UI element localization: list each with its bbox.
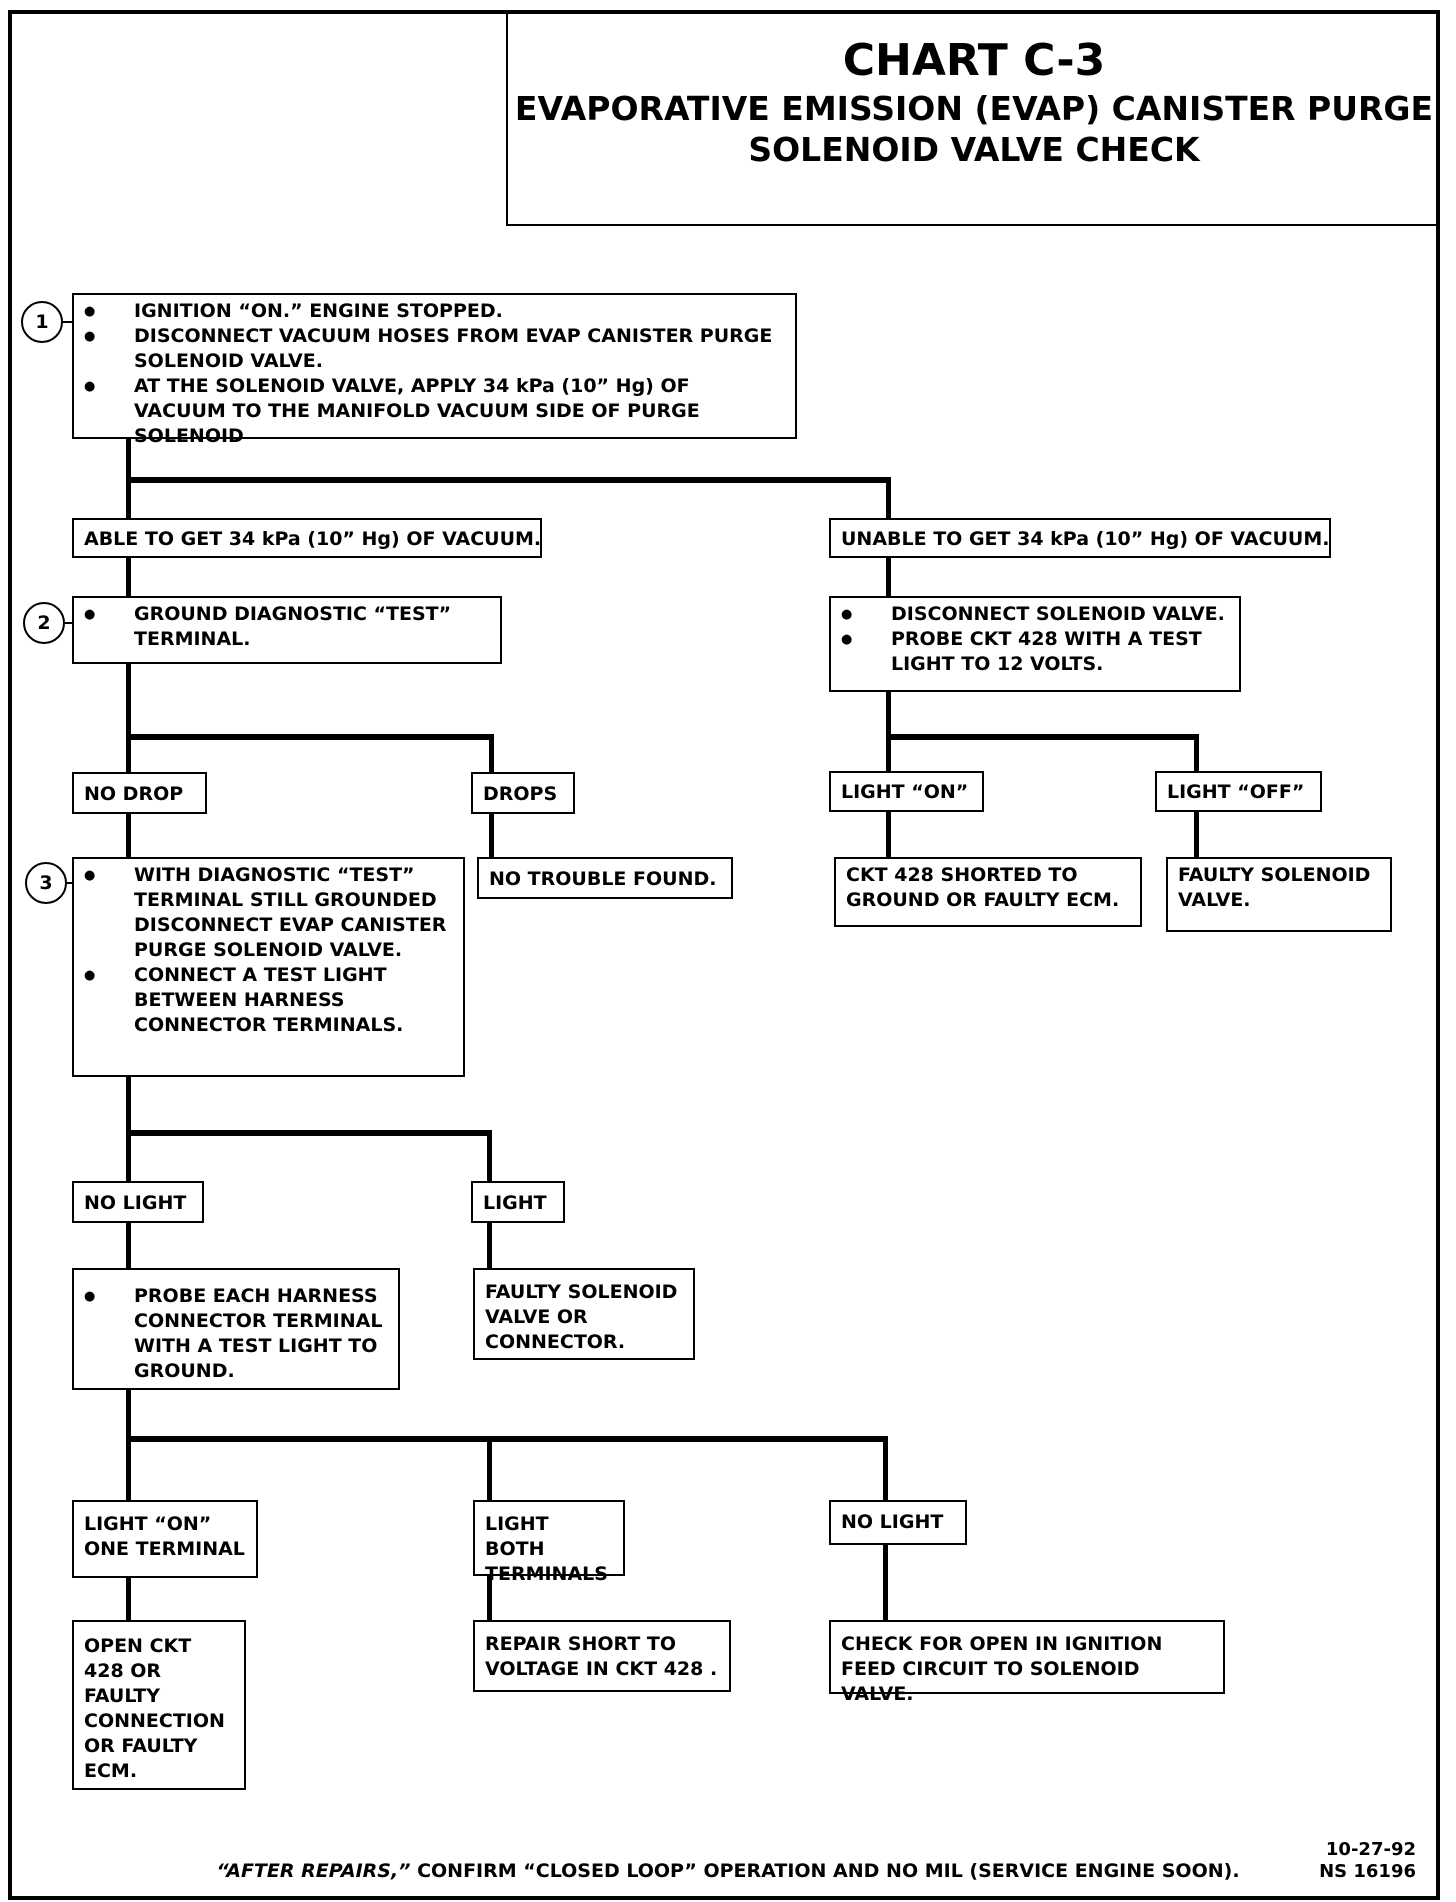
connector — [126, 734, 494, 740]
connector — [1194, 734, 1199, 774]
instruction-item: DISCONNECT SOLENOID VALVE. — [841, 602, 1229, 627]
chart-subtitle-line-1: EVAPORATIVE EMISSION (EVAP) CANISTER PUR… — [514, 89, 1434, 128]
connector — [126, 812, 131, 859]
step-marker-3: 3 — [25, 862, 67, 904]
connector — [126, 1075, 131, 1183]
connector — [883, 1543, 888, 1622]
no-light-box: NO LIGHT — [72, 1181, 204, 1223]
step-marker-1: 1 — [21, 301, 63, 343]
connector — [487, 1130, 492, 1183]
light-on-one-terminal-box: LIGHT “ON” ONE TERMINAL — [72, 1500, 258, 1578]
connector — [1194, 810, 1199, 859]
open-ckt-box: OPEN CKT 428 OR FAULTY CONNECTION OR FAU… — [72, 1620, 246, 1790]
no-light-box-2: NO LIGHT — [829, 1500, 967, 1545]
chart-title: CHART C-3 — [842, 35, 1106, 86]
connector — [126, 664, 131, 774]
step-pointer — [63, 321, 73, 323]
connector — [489, 734, 494, 774]
light-box: LIGHT — [471, 1181, 565, 1223]
step-pointer — [67, 882, 73, 884]
connector — [883, 1436, 888, 1502]
connector — [126, 1576, 131, 1622]
instruction-item: PROBE EACH HARNESS CONNECTOR TERMINAL WI… — [84, 1284, 388, 1384]
instruction-item: CONNECT A TEST LIGHT BETWEEN HARNESS CON… — [84, 963, 453, 1038]
probe-terminals-box: PROBE EACH HARNESS CONNECTOR TERMINAL WI… — [72, 1268, 400, 1390]
instruction-item: WITH DIAGNOSTIC “TEST” TERMINAL STILL GR… — [84, 863, 453, 963]
ckt-shorted-box: CKT 428 SHORTED TO GROUND OR FAULTY ECM. — [834, 857, 1142, 927]
step-pointer — [65, 622, 73, 624]
connector — [886, 477, 891, 526]
no-trouble-found-box: NO TROUBLE FOUND. — [477, 857, 733, 899]
step-1-instructions: IGNITION “ON.” ENGINE STOPPED. DISCONNEC… — [72, 293, 797, 447]
instruction-item: GROUND DIAGNOSTIC “TEST” TERMINAL. — [84, 602, 490, 652]
faulty-solenoid-box: FAULTY SOLENOID VALVE. — [1166, 857, 1392, 932]
footer-emphasis: “AFTER REPAIRS,” — [216, 1860, 411, 1882]
no-drop-box: NO DROP — [72, 772, 207, 814]
faulty-solenoid-connector-box: FAULTY SOLENOID VALVE OR CONNECTOR. — [473, 1268, 695, 1360]
document-code: 10-27-92 NS 16196 — [1319, 1839, 1416, 1883]
connector — [487, 1436, 492, 1502]
connector — [886, 690, 891, 774]
connector — [126, 477, 891, 483]
connector — [126, 556, 131, 596]
connector — [886, 556, 891, 596]
step-2-instructions: GROUND DIAGNOSTIC “TEST” TERMINAL. — [72, 596, 502, 664]
footer-text: CONFIRM “CLOSED LOOP” OPERATION AND NO M… — [410, 1860, 1240, 1882]
footer-note: “AFTER REPAIRS,” CONFIRM “CLOSED LOOP” O… — [0, 1860, 1456, 1882]
instruction-item: PROBE CKT 428 WITH A TEST LIGHT TO 12 VO… — [841, 627, 1229, 677]
connector — [126, 1221, 131, 1271]
page-border — [8, 10, 1440, 1900]
light-off-box: LIGHT “OFF” — [1155, 771, 1322, 812]
step-marker-2: 2 — [23, 602, 65, 644]
connector — [886, 734, 1199, 740]
connector — [487, 1574, 492, 1622]
title-box: CHART C-3 EVAPORATIVE EMISSION (EVAP) CA… — [506, 14, 1440, 226]
instruction-item: AT THE SOLENOID VALVE, APPLY 34 kPa (10”… — [84, 374, 785, 449]
ns-code: NS 16196 — [1319, 1861, 1416, 1882]
chart-subtitle-line-2: SOLENOID VALVE CHECK — [748, 130, 1200, 169]
step-3-instructions: WITH DIAGNOSTIC “TEST” TERMINAL STILL GR… — [72, 857, 465, 1077]
repair-short-box: REPAIR SHORT TO VOLTAGE IN CKT 428 . — [473, 1620, 731, 1692]
disconnect-solenoid-box: DISCONNECT SOLENOID VALVE. PROBE CKT 428… — [829, 596, 1241, 692]
connector — [126, 1436, 888, 1442]
drops-box: DROPS — [471, 772, 575, 814]
connector — [886, 810, 891, 859]
connector — [489, 812, 494, 859]
light-on-box: LIGHT “ON” — [829, 771, 984, 812]
check-open-ignition-box: CHECK FOR OPEN IN IGNITION FEED CIRCUIT … — [829, 1620, 1225, 1705]
instruction-item: DISCONNECT VACUUM HOSES FROM EVAP CANIST… — [84, 324, 785, 374]
able-to-get-vacuum-box: ABLE TO GET 34 kPa (10” Hg) OF VACUUM. — [72, 518, 542, 558]
date-code: 10-27-92 — [1325, 1839, 1416, 1860]
light-both-terminals-box: LIGHT BOTH TERMINALS — [473, 1500, 625, 1585]
connector — [487, 1221, 492, 1271]
connector — [126, 1130, 492, 1136]
unable-to-get-vacuum-box: UNABLE TO GET 34 kPa (10” Hg) OF VACUUM. — [829, 518, 1331, 558]
instruction-item: IGNITION “ON.” ENGINE STOPPED. — [84, 299, 785, 324]
connector — [126, 1390, 131, 1502]
